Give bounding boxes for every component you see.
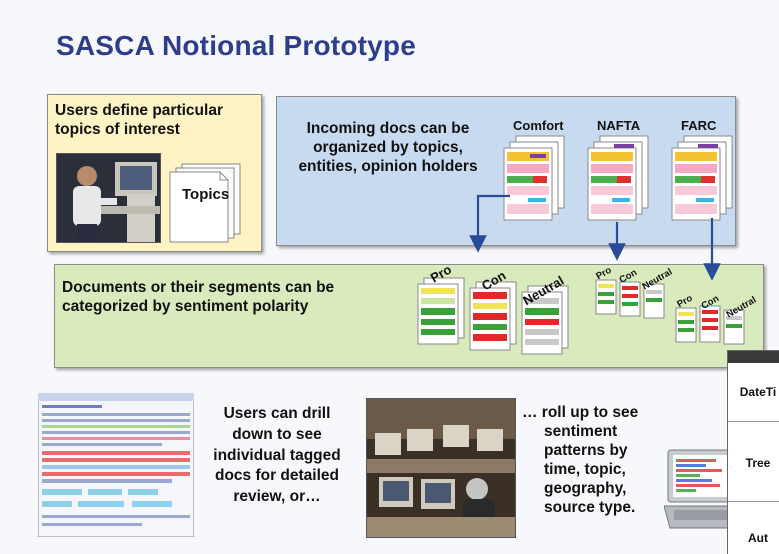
drill-line-2: down to see (232, 425, 322, 443)
users-text-line-1: Users define particular (55, 102, 223, 119)
sentiment-docs-small (595, 279, 745, 345)
topics-label: Topics (182, 186, 230, 203)
stack-label-nafta: NAFTA (597, 118, 641, 133)
users-text-line-2: topics of interest (55, 120, 180, 138)
rollup-line-3: patterns by (544, 441, 628, 459)
small-group-1 (595, 279, 665, 319)
doc-stack-comfort (503, 135, 565, 221)
drill-line-5: review, or… (233, 488, 321, 506)
analysts-lab-photo (366, 398, 516, 538)
laptop-chart-icon (664, 449, 744, 529)
roll-up-text: … roll up to see sentiment patterns by t… (522, 404, 672, 517)
arrow-comfort (469, 194, 510, 253)
sentiment-text-line-1: Documents or their segments can be (62, 279, 335, 296)
table-divider (728, 421, 779, 422)
drill-line-1: Users can drill (223, 405, 331, 422)
sentiment-text-line-2: categorized by sentiment polarity (62, 297, 309, 315)
table-row-label-3: Aut (748, 531, 768, 545)
sentiment-summary-table: DateTi Tree Aut (727, 350, 779, 554)
tagged-docs-screenshot (38, 393, 194, 537)
slide-title: SASCA Notional Prototype (56, 30, 416, 61)
drill-down-text: Users can drill down to see individual t… (202, 404, 352, 508)
table-divider (728, 501, 779, 502)
pro-doc-stack (417, 277, 465, 345)
table-row-label-2: Tree (745, 456, 771, 470)
incoming-docs-text: Incoming docs can be organized by topics… (298, 120, 478, 175)
doc-stack-farc (671, 135, 733, 221)
topics-pages-icon (169, 163, 241, 243)
con-doc-stack (469, 281, 517, 351)
table-row-label-1: DateTi (739, 385, 777, 399)
sentiment-docs-large (417, 277, 569, 355)
doc-stack-nafta (587, 135, 649, 221)
neutral-doc-stack (521, 285, 569, 355)
rollup-line-1: … roll up to see (522, 404, 639, 421)
rollup-line-5: geography, (544, 479, 627, 497)
rollup-line-4: time, topic, (544, 460, 626, 478)
stack-label-farc: FARC (681, 118, 717, 133)
stack-label-comfort: Comfort (513, 118, 564, 133)
rollup-line-6: source type. (544, 498, 636, 516)
drill-line-3: individual tagged (213, 446, 341, 464)
users-define-topics-text: Users define particular topics of intere… (55, 102, 223, 140)
incoming-doc-stacks (503, 135, 733, 221)
drill-line-4: docs for detailed (214, 467, 340, 485)
small-group-2 (675, 305, 745, 345)
sentiment-polarity-text: Documents or their segments can be categ… (62, 279, 334, 317)
user-workstation-photo (56, 153, 161, 243)
table-header-bar (728, 351, 779, 363)
rollup-line-2: sentiment (544, 422, 618, 440)
